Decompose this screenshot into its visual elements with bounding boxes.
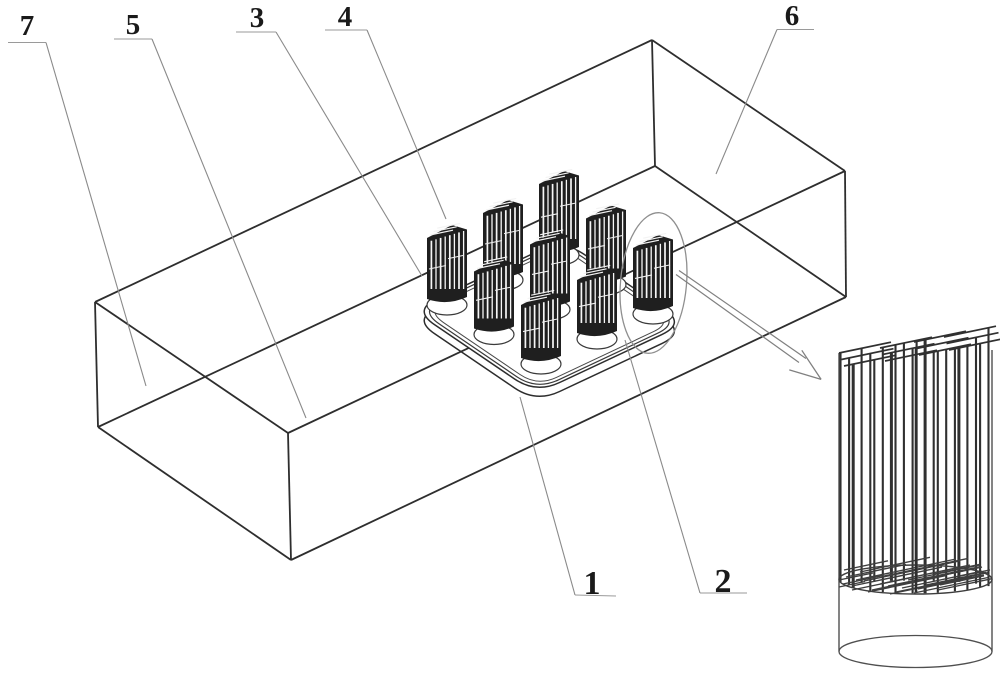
svg-text:1: 1 [584, 565, 601, 602]
svg-text:3: 3 [250, 2, 265, 34]
svg-text:2: 2 [715, 563, 732, 600]
svg-text:4: 4 [338, 1, 353, 33]
svg-text:7: 7 [20, 10, 35, 42]
svg-text:5: 5 [126, 9, 141, 41]
svg-text:6: 6 [785, 0, 800, 32]
